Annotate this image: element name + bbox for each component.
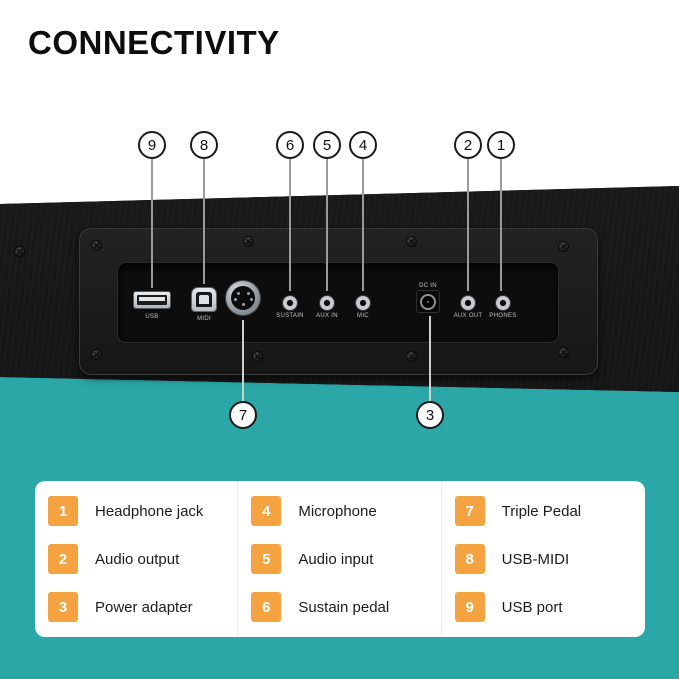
callout-line-9 xyxy=(151,158,153,288)
legend-number-badge: 3 xyxy=(48,592,78,622)
sustain-pedal-jack xyxy=(283,296,297,310)
legend-number-badge: 2 xyxy=(48,544,78,574)
callout-8: 8 xyxy=(190,131,218,159)
legend-number-badge: 5 xyxy=(251,544,282,574)
legend-column-3: 7 Triple Pedal 8 USB-MIDI 9 USB port xyxy=(442,481,645,637)
callout-line-3 xyxy=(429,316,431,402)
pedal-din-connector xyxy=(226,281,260,315)
callout-7: 7 xyxy=(229,401,257,429)
legend-item: 7 Triple Pedal xyxy=(442,487,645,535)
callout-line-8 xyxy=(203,158,205,284)
phones-port-label: PHONES xyxy=(489,313,517,319)
usb-b-slot xyxy=(196,292,212,307)
din-pins xyxy=(231,286,255,310)
legend-item: 5 Audio input xyxy=(238,535,440,583)
legend-column-1: 1 Headphone jack 2 Audio output 3 Power … xyxy=(35,481,239,637)
callout-line-5 xyxy=(326,158,328,291)
screw-icon xyxy=(15,247,24,256)
audio-output-jack xyxy=(461,296,475,310)
legend-label: Sustain pedal xyxy=(298,598,390,616)
usb-port-label: USB xyxy=(145,314,159,320)
callout-number: 8 xyxy=(199,136,209,154)
legend-number-badge: 6 xyxy=(251,592,282,622)
screw-icon xyxy=(92,350,101,359)
dc-power-jack xyxy=(417,291,439,312)
legend-label: Power adapter xyxy=(95,598,193,616)
page-title: CONNECTIVITY xyxy=(28,24,280,61)
callout-number: 1 xyxy=(496,136,506,154)
callout-line-4 xyxy=(362,158,364,291)
sustain-port-label: SUSTAIN xyxy=(276,313,304,319)
callout-9: 9 xyxy=(138,131,166,159)
callout-5: 5 xyxy=(313,131,341,159)
aux-out-port-label: AUX OUT xyxy=(453,313,483,319)
callout-2: 2 xyxy=(454,131,482,159)
legend-label: USB-MIDI xyxy=(501,550,570,568)
callout-line-7 xyxy=(242,320,244,402)
callout-line-2 xyxy=(467,158,469,291)
legend-label: Audio input xyxy=(298,550,374,568)
legend-label: USB port xyxy=(501,598,563,616)
screw-icon xyxy=(559,348,568,357)
legend-item: 3 Power adapter xyxy=(35,583,237,631)
legend-item: 8 USB-MIDI xyxy=(442,535,645,583)
callout-6: 6 xyxy=(276,131,304,159)
callout-number: 9 xyxy=(147,136,157,154)
mic-port-label: MIC xyxy=(357,313,369,319)
callout-line-1 xyxy=(500,158,502,291)
callout-4: 4 xyxy=(349,131,377,159)
legend-item: 2 Audio output xyxy=(35,535,237,583)
legend-column-2: 4 Microphone 5 Audio input 6 Sustain ped… xyxy=(238,481,442,637)
headphone-jack xyxy=(496,296,510,310)
microphone-jack xyxy=(356,296,370,310)
legend-item: 4 Microphone xyxy=(238,487,440,535)
dc-port-label: DC IN xyxy=(419,283,437,289)
usb-a-slot xyxy=(137,295,167,305)
screw-icon xyxy=(92,241,101,250)
aux-in-port-label: AUX IN xyxy=(316,313,338,319)
usb-b-midi-port xyxy=(192,288,216,311)
usb-a-port xyxy=(134,292,170,308)
legend-item: 9 USB port xyxy=(442,583,645,631)
legend-label: Headphone jack xyxy=(95,502,204,520)
screw-icon xyxy=(559,242,568,251)
screw-icon xyxy=(407,237,416,246)
legend-number-badge: 7 xyxy=(454,496,485,526)
legend-item: 1 Headphone jack xyxy=(35,487,237,535)
legend-card: 1 Headphone jack 2 Audio output 3 Power … xyxy=(35,481,645,637)
audio-input-jack xyxy=(320,296,334,310)
legend-item: 6 Sustain pedal xyxy=(238,583,440,631)
legend-number-badge: 4 xyxy=(251,496,282,526)
legend-label: Audio output xyxy=(95,550,180,568)
callout-line-6 xyxy=(289,158,291,291)
callout-number: 5 xyxy=(322,136,332,154)
screw-icon xyxy=(244,237,253,246)
legend-number-badge: 9 xyxy=(454,592,485,622)
callout-number: 4 xyxy=(358,136,368,154)
legend-number-badge: 1 xyxy=(48,496,78,526)
callout-number: 3 xyxy=(425,406,435,424)
screw-icon xyxy=(253,352,262,361)
screw-icon xyxy=(407,352,416,361)
callout-number: 7 xyxy=(238,406,248,424)
callout-number: 6 xyxy=(285,136,295,154)
connector-recess xyxy=(118,263,558,342)
callout-3: 3 xyxy=(416,401,444,429)
legend-number-badge: 8 xyxy=(454,544,485,574)
callout-1: 1 xyxy=(487,131,515,159)
callout-number: 2 xyxy=(463,136,473,154)
legend-label: Triple Pedal xyxy=(501,502,582,520)
midi-port-label: MIDI xyxy=(197,316,211,322)
legend-label: Microphone xyxy=(298,502,377,520)
